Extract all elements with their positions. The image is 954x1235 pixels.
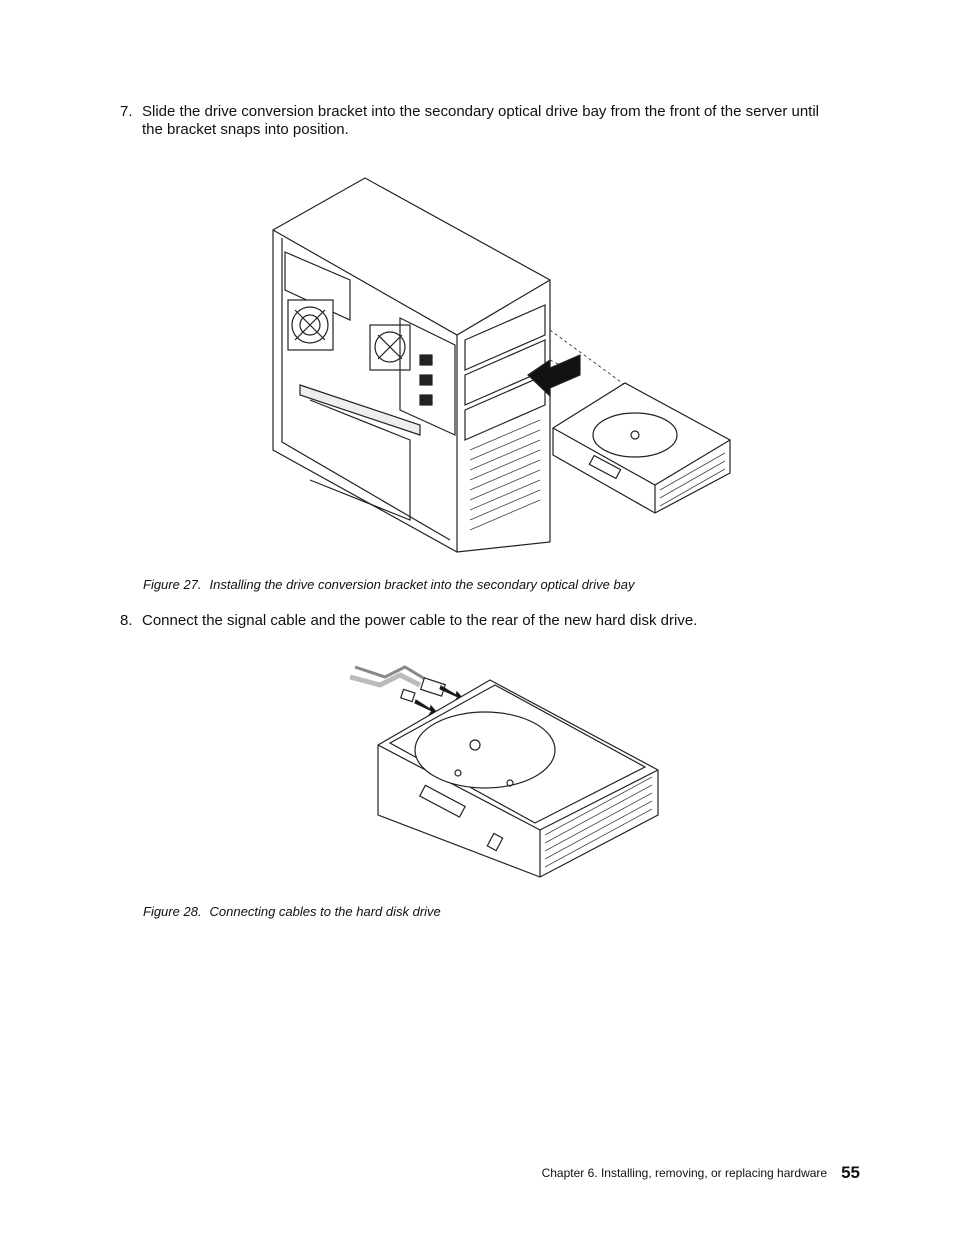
- step-8: 8. Connect the signal cable and the powe…: [120, 612, 840, 630]
- figure-caption-text: Installing the drive conversion bracket …: [209, 577, 635, 592]
- page-footer: Chapter 6. Installing, removing, or repl…: [542, 1163, 860, 1183]
- step-text: Connect the signal cable and the power c…: [142, 612, 698, 629]
- chapter-title: Chapter 6. Installing, removing, or repl…: [541, 1166, 828, 1180]
- figure-label: Figure 27.: [143, 577, 202, 592]
- figure-28-caption: Figure 28. Connecting cables to the hard …: [143, 904, 441, 919]
- step-number: 7.: [120, 103, 133, 120]
- figure-27-caption: Figure 27. Installing the drive conversio…: [143, 577, 634, 592]
- figure-label: Figure 28.: [143, 904, 202, 919]
- step-text: Slide the drive conversion bracket into …: [142, 103, 820, 138]
- step-7: 7. Slide the drive conversion bracket in…: [120, 103, 840, 139]
- figure-28-hdd-cable-illustration: [340, 655, 670, 890]
- figure-caption-text: Connecting cables to the hard disk drive: [209, 904, 441, 919]
- step-number: 8.: [120, 612, 133, 629]
- page-number: 55: [841, 1163, 860, 1182]
- figure-27-server-illustration: [260, 170, 740, 560]
